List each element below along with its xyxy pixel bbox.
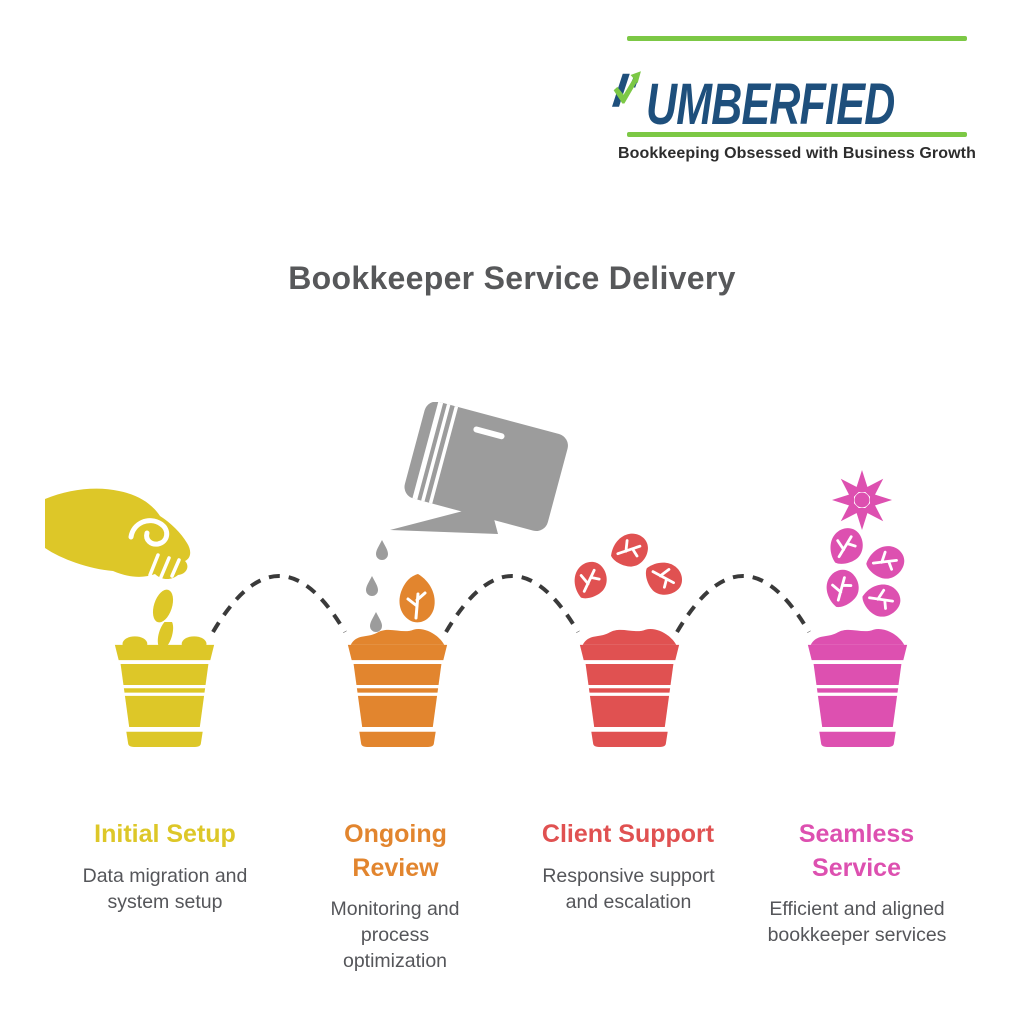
- page-title: Bookkeeper Service Delivery: [288, 260, 736, 296]
- stage-heading-seamless-service: Seamless Service: [798, 820, 915, 882]
- connector-arc-2: [444, 574, 580, 634]
- logo-bottom-rule: [627, 132, 967, 137]
- connector-arc-3: [675, 574, 811, 634]
- stage-desc-seamless-service: Efficient and aligned bookkeeper service…: [767, 898, 947, 946]
- pot-client-support: [577, 622, 682, 748]
- stage-desc-client-support: Responsive support and escalation: [542, 865, 715, 913]
- stage-desc-ongoing-review: Monitoring and process optimization: [330, 898, 460, 972]
- sprouting-leaves-icon: [568, 532, 684, 608]
- stage-heading-initial-setup: Initial Setup: [94, 820, 236, 848]
- flower-bloom-icon: [816, 466, 908, 624]
- star-flower-icon: [832, 470, 892, 530]
- sprout-leaf-icon: [394, 572, 444, 634]
- connector-arc-1: [211, 574, 347, 634]
- pot-ongoing-review: [345, 622, 450, 748]
- n-growth-arrow-logo-icon: [612, 71, 641, 107]
- pouring-container-icon: [390, 402, 570, 552]
- stage-desc-initial-setup: Data migration and system setup: [82, 865, 248, 913]
- hand-planting-seed-icon: [45, 485, 195, 590]
- falling-seed-icon: [146, 584, 182, 628]
- logo-top-rule: [627, 36, 967, 41]
- pot-initial-setup: [112, 622, 217, 748]
- brand-logo: UMBERFIED Bookkeeping Obsessed with Busi…: [612, 36, 982, 163]
- stage-heading-client-support: Client Support: [541, 820, 715, 848]
- wordmark-text: UMBERFIED: [646, 72, 895, 138]
- stage-heading-ongoing-review: Ongoing Review: [344, 820, 447, 882]
- water-drops-icon: [362, 538, 402, 650]
- pot-seamless-service: [805, 622, 910, 748]
- brand-tagline: Bookkeeping Obsessed with Business Growt…: [618, 145, 976, 162]
